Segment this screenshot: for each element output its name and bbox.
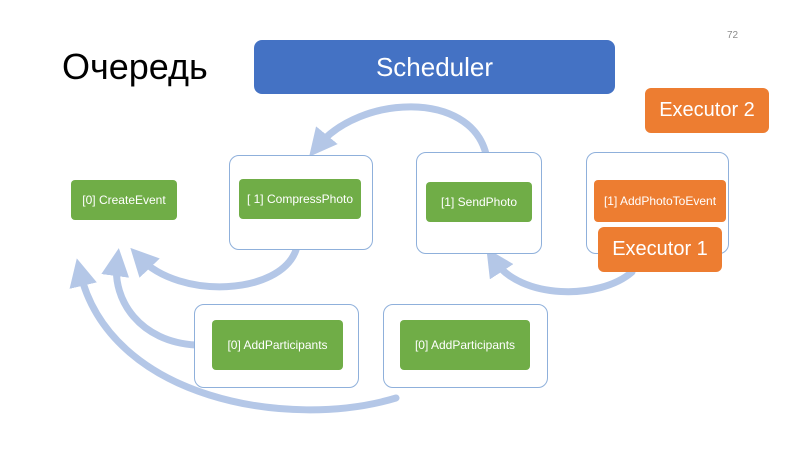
task-label: [1] SendPhoto <box>440 195 518 209</box>
arrow-addparticipants-left-to-createevent <box>101 248 200 349</box>
executor-label: Executor 2 <box>659 99 755 121</box>
task-label: [ 1] CompressPhoto <box>246 192 354 206</box>
arrow-addphototoevent-to-sendphoto <box>486 248 636 296</box>
task-label: [1] AddPhotoToEvent <box>603 194 717 208</box>
scheduler-label: Scheduler <box>375 51 494 82</box>
task-label: [0] CreateEvent <box>82 193 166 207</box>
task-createevent: [0] CreateEvent <box>71 180 177 220</box>
task-label: [0] AddParticipants <box>414 338 516 352</box>
executor-1: Executor 1 <box>598 227 722 272</box>
task-label: [0] AddParticipants <box>227 338 328 352</box>
executor-label: Executor 1 <box>612 238 708 260</box>
arrow-compressphoto-to-createevent <box>130 246 300 291</box>
task-sendphoto: [1] SendPhoto <box>426 182 532 222</box>
slide-title: Очередь <box>62 46 208 87</box>
task-addparticipants-left: [0] AddParticipants <box>212 320 343 370</box>
scheduler-box: Scheduler <box>254 40 615 94</box>
arrow-sendphoto-to-compressphoto <box>309 103 490 158</box>
task-compressphoto: [ 1] CompressPhoto <box>239 179 361 219</box>
task-addphototoevent: [1] AddPhotoToEvent <box>594 180 726 222</box>
executor-2: Executor 2 <box>645 88 769 133</box>
arrow-addparticipants-right-to-createevent <box>69 258 400 414</box>
task-addparticipants-right: [0] AddParticipants <box>400 320 530 370</box>
page-number: 72 <box>727 30 739 41</box>
